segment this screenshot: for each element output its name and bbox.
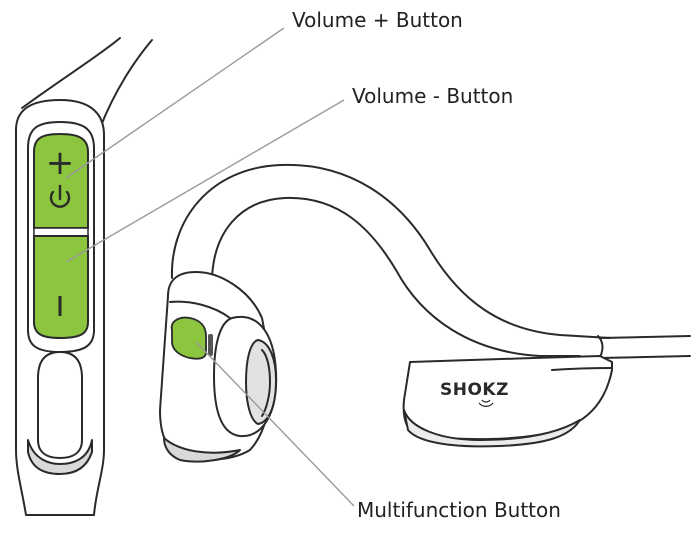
leader-volume-plus bbox=[65, 27, 285, 179]
closeup-slot bbox=[37, 351, 83, 459]
label-volume-plus: Volume + Button bbox=[292, 8, 463, 32]
volume-plus-button[interactable] bbox=[33, 132, 89, 229]
multifunction-button[interactable] bbox=[170, 316, 207, 360]
battery-housing-lower bbox=[403, 409, 581, 448]
leader-multifunction bbox=[195, 341, 355, 507]
logo-sound-waves bbox=[478, 399, 494, 407]
volume-minus-button[interactable] bbox=[33, 235, 89, 340]
module-seam bbox=[169, 300, 231, 319]
leader-volume-minus bbox=[65, 99, 345, 263]
battery-housing-ridge bbox=[551, 367, 613, 371]
closeup-slot-base bbox=[27, 439, 93, 475]
label-multifunction: Multifunction Button bbox=[357, 498, 561, 522]
label-volume-minus: Volume - Button bbox=[352, 84, 514, 108]
closeup-band-inner bbox=[99, 39, 153, 129]
shokz-logo: SHOKZ bbox=[440, 380, 509, 407]
transducer-ring bbox=[261, 349, 271, 417]
closeup-band-outer bbox=[21, 37, 121, 109]
plus-symbol: + bbox=[46, 143, 75, 183]
earhook-inner bbox=[211, 196, 581, 357]
module-base bbox=[163, 437, 241, 463]
transducer-cap bbox=[245, 339, 277, 425]
earhook-outer bbox=[170, 163, 611, 339]
minus-symbol bbox=[58, 296, 62, 316]
headphone-body bbox=[159, 163, 691, 463]
leader-lines bbox=[65, 27, 355, 507]
button-divider bbox=[33, 227, 89, 237]
closeup-panel bbox=[27, 121, 95, 353]
cable-tail bbox=[599, 335, 691, 359]
indicator-light bbox=[208, 334, 213, 356]
power-icon bbox=[49, 184, 71, 208]
shokz-logo-text: SHOKZ bbox=[440, 380, 509, 400]
